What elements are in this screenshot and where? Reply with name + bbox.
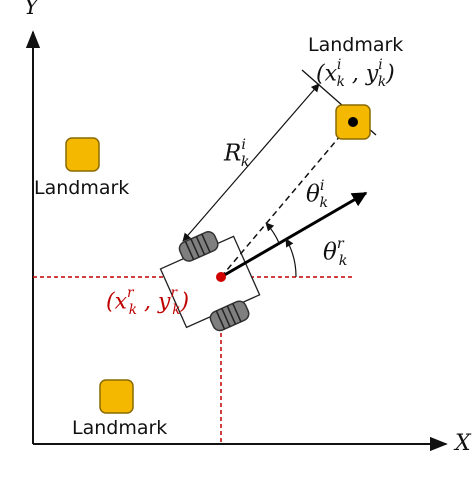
heading-angle-label: θrk [323,236,348,270]
robot-position-label: (xrk , yrk) [106,285,190,318]
landmark-label-bottom: Landmark [72,417,168,439]
robot-position-marker [216,272,226,282]
y-axis-label: Y [24,0,39,20]
landmark-label-left: Landmark [34,177,130,199]
bearing-angle-label: θik [306,178,329,212]
x-axis-label: X [455,431,471,456]
heading-angle-arc [285,238,297,278]
landmark-marker-left [65,137,100,172]
robot [159,231,261,332]
landmark-center-dot [348,117,358,127]
landmark-position-label: (xik , yik) [316,57,395,90]
landmark-label-top-right: Landmark [308,34,404,56]
range-label: Rik [224,137,250,171]
robot-wheel-bottom [209,300,250,332]
range-dimension-arrow [182,83,320,242]
heading-arrow [220,191,368,279]
landmark-marker-bottom [99,379,134,414]
bearing-angle-arc [265,222,280,244]
